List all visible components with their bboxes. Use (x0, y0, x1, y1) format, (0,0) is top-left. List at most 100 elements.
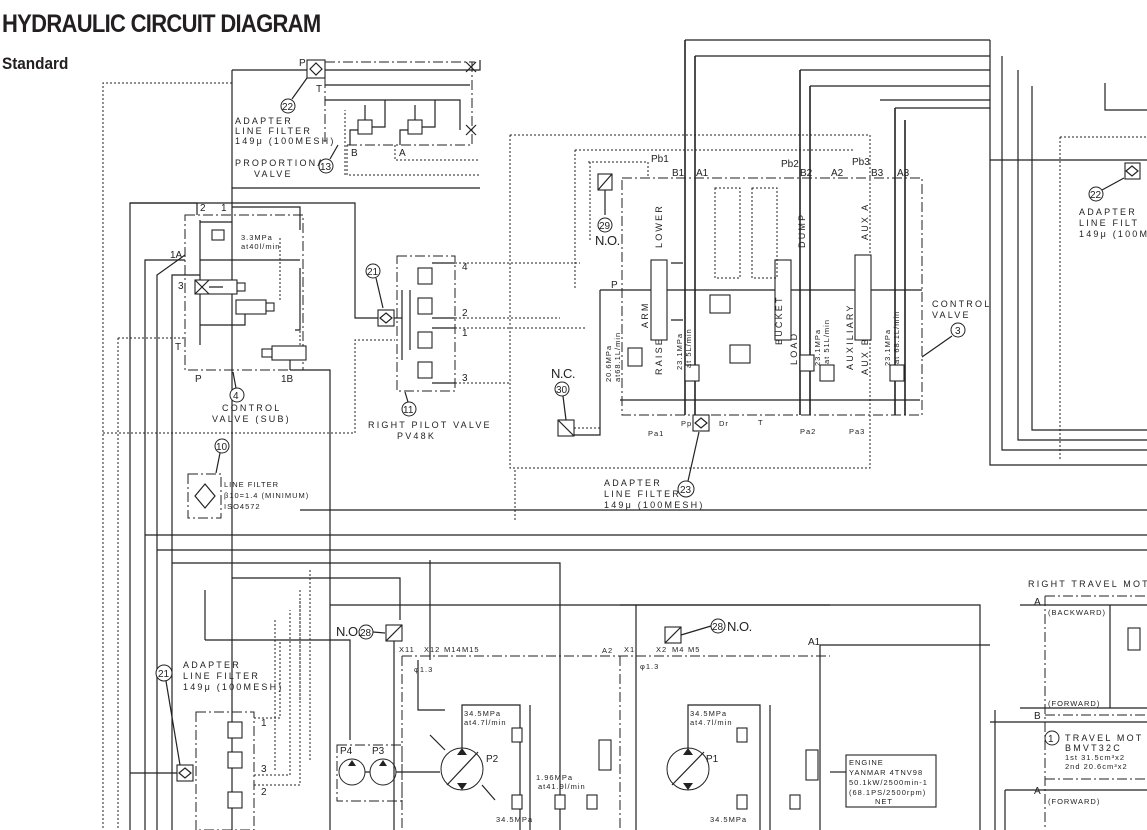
port-a2-label: A2 (831, 168, 844, 179)
dir-forward-1-label: (FORWARD) (1048, 699, 1100, 708)
callout-30 (554, 381, 570, 397)
pump-p2-label: P2 (486, 754, 499, 765)
callout-13 (318, 158, 334, 174)
travel-motor-label-1: TRAVEL MOT (1065, 733, 1144, 743)
p2-relief-bottom-label: 34.5MPa (496, 815, 533, 824)
right-pilot-valve-group: 21 4 2 1 3 11 RIGHT PILOT VALVE PV48K (130, 202, 585, 441)
orifice-label-p1: φ1.3 (640, 662, 659, 671)
port-x2-label: X2 (656, 645, 667, 654)
solenoid-30-group: N.C. 30 (551, 366, 600, 437)
callout-23 (677, 480, 695, 498)
aux-spool (854, 254, 872, 341)
pump-p4-label: P4 (340, 746, 353, 757)
filter-icon (694, 417, 708, 429)
port-a-top-label: A (1034, 597, 1041, 608)
adapter-filter-23-body (692, 414, 710, 432)
control-valve-group: Pb1 B1 A1 Pb2 B2 A2 Pb3 B3 A3 P Pa1 Pp D… (509, 39, 990, 469)
engine-box (845, 754, 937, 808)
adapter-22r-label-1: ADAPTER (1079, 207, 1137, 217)
port-pb1-label: Pb1 (651, 154, 669, 165)
pilot-lines-left (102, 82, 395, 830)
filter-icon (309, 62, 323, 76)
port-x12-label: X12 (424, 645, 440, 654)
right-pilot-valve-label-1: RIGHT PILOT VALVE (368, 420, 492, 430)
adapter-label-line2: LINE FILTER (235, 126, 312, 136)
callout-11-text: 11 (403, 405, 414, 416)
pump-p1-group: X1 X2 M4 M5 A1 φ1.3 P1 34.5MPa at4.7l/mi… (619, 604, 990, 830)
port-b3-label: B3 (871, 168, 884, 179)
callout-13-text: 13 (320, 162, 332, 173)
callout-23-text: 23 (680, 485, 692, 496)
adapter-filter-22-right-body (1124, 162, 1141, 180)
port-1b-label: 1B (281, 374, 294, 385)
bucket-spool (774, 259, 792, 341)
bucket-relief-flow-label: at 51L/min (822, 319, 831, 364)
main-relief-flow-label: at68.1L/min (613, 332, 622, 382)
main-relief-label: 20.6MPa (604, 345, 613, 382)
adapter-label-line3: 149μ (100MESH) (235, 136, 336, 146)
dir-forward-2-label: (FORWARD) (1048, 797, 1100, 806)
aux-b-label: AUX B (860, 337, 870, 375)
p2-relief-mid-label: 1.96MPa (536, 773, 573, 782)
port-4-label: 4 (462, 262, 468, 273)
filter-icon (379, 312, 393, 324)
bucket-label: BUCKET (774, 295, 784, 345)
arm-relief-flow-label: at 5L/min (684, 328, 693, 368)
port-2-label: 2 (261, 787, 267, 798)
control-valve-sub-label-2: VALVE (SUB) (212, 414, 291, 424)
aux-relief-flow-label: at 68.1L/min (892, 311, 901, 364)
orifice-label: φ1.3 (414, 665, 433, 674)
left-pilot-valve-body (195, 711, 255, 830)
port-a-bottom-label: A (1034, 786, 1041, 797)
callout-10-text: 10 (216, 442, 228, 453)
bucket-relief-label: 23.1MPa (813, 329, 822, 366)
line-filter-label-3: ISO4572 (224, 502, 261, 511)
port-dr-label: Dr (719, 419, 729, 428)
callout-22-right-text: 22 (1090, 190, 1102, 201)
line-filter-label-1: LINE FILTER (224, 480, 279, 489)
p2-relief-top-label: 34.5MPa (464, 709, 501, 718)
adapter-filter-23-group: 23 ADAPTER LINE FILTER 149μ (100MESH) (604, 414, 710, 510)
solenoid-30-state: N.C. (551, 366, 575, 381)
callout-21-right (365, 263, 381, 279)
aux-relief-label: 23.1MPa (883, 329, 892, 366)
port-m5-label: M5 (688, 645, 700, 654)
solenoid-28-left-state: N.O. (336, 624, 361, 639)
line-filter-body (187, 473, 222, 519)
swing-pilot-2 (751, 187, 778, 279)
engine-label-1: ENGINE (849, 758, 884, 767)
callout-21-left (155, 664, 173, 682)
port-p-label: P (195, 374, 202, 385)
port-a2-label: A2 (602, 646, 613, 655)
engine-group: ENGINE YANMAR 4TNV98 50.1kW/2500min-1 (6… (830, 754, 937, 808)
port-1-label: 1 (462, 328, 468, 339)
main-bus-lines (145, 470, 1147, 830)
proportional-solenoid-b (357, 119, 373, 135)
callout-1 (1044, 730, 1060, 746)
port-2-label: 2 (462, 308, 468, 319)
travel-motor-group: RIGHT TRAVEL MOT A (BACKWARD) (FORWARD) … (990, 579, 1147, 830)
callout-21-left-text: 21 (158, 669, 170, 680)
callout-11 (401, 401, 417, 417)
proportional-valve-label-2: VALVE (254, 169, 293, 179)
solenoid-28-right-state: N.O. (727, 619, 752, 634)
callout-22-top (280, 98, 296, 114)
left-pilot-valve-group: 21 ADAPTER LINE FILTER 149μ (100MESH) 1 … (130, 600, 301, 830)
port-x11-label: X11 (399, 645, 415, 654)
proportional-valve-group: P T 22 ADAPTER LINE FILTER 149μ (100MESH… (231, 58, 481, 189)
adapter-21l-label-1: ADAPTER (183, 660, 241, 670)
adapter-23-label-3: 149μ (100MESH) (604, 500, 705, 510)
callout-4-text: 4 (233, 391, 239, 402)
adapter-21l-label-2: LINE FILTER (183, 671, 260, 681)
callout-3 (950, 322, 966, 338)
callout-10 (214, 438, 230, 454)
solenoid-valve-1b (271, 345, 307, 361)
adapter-23-label-1: ADAPTER (604, 478, 662, 488)
aux-a-label: AUX A (860, 202, 870, 240)
filter-icon (178, 767, 192, 779)
port-b1-label: B1 (672, 168, 685, 179)
arm-relief-label: 23.1MPa (675, 333, 684, 370)
port-m14-label: M14 (444, 645, 462, 654)
adapter-22r-label-3: 149μ (100M (1079, 229, 1147, 239)
adapter-23-label-2: LINE FILTER (604, 489, 681, 499)
